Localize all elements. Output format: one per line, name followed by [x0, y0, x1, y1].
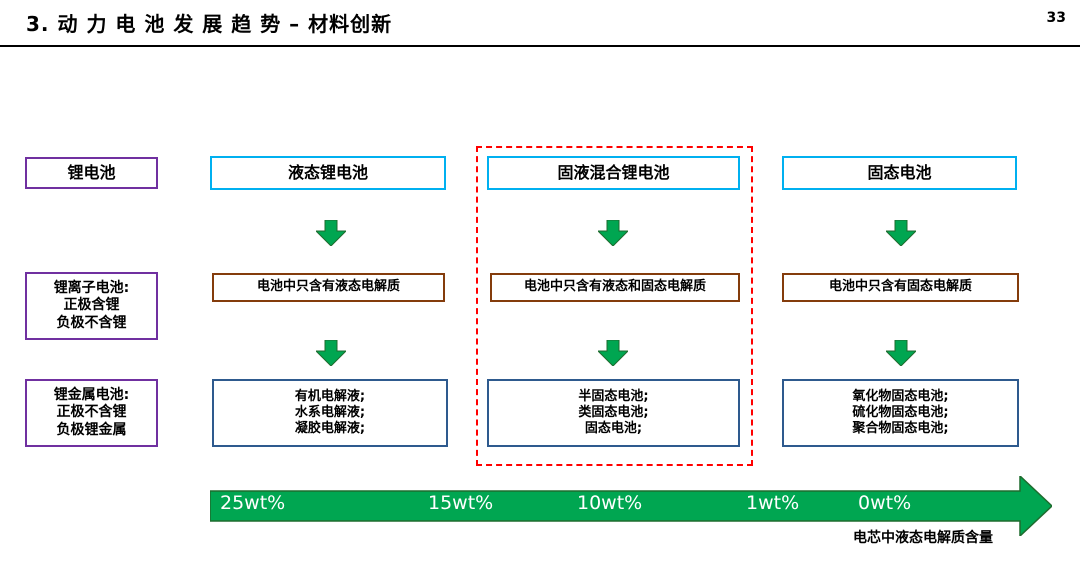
electrolyte-liquid: 电池中只含有液态电解质	[212, 273, 445, 302]
column-header-solid: 固态电池	[782, 156, 1017, 190]
scale-label-15wt: 15wt%	[428, 492, 494, 514]
type-item: 水系电解液;	[294, 404, 366, 420]
row-label-lithium-metal-line1: 锂金属电池:	[53, 386, 130, 403]
type-item: 硫化物固态电池;	[852, 404, 949, 420]
row-label-lithium-metal: 锂金属电池: 正极不含锂 负极锂金属	[25, 379, 158, 447]
types-hybrid: 半固态电池; 类固态电池; 固态电池;	[487, 379, 740, 447]
electrolyte-content-arrow	[210, 476, 1052, 536]
down-arrow-icon	[316, 220, 346, 246]
scale-caption: 电芯中液态电解质含量	[853, 530, 993, 546]
type-item: 半固态电池;	[578, 388, 649, 404]
types-liquid: 有机电解液; 水系电解液; 凝胶电解液;	[212, 379, 448, 447]
type-item: 固态电池;	[584, 421, 643, 437]
row-label-lithium-metal-line3: 负极锂金属	[56, 421, 127, 438]
highlight-dashed-frame	[476, 146, 753, 466]
scale-label-0wt: 0wt%	[858, 492, 912, 514]
title-underline	[0, 45, 1080, 47]
row-label-lithium-ion: 锂离子电池: 正极含锂 负极不含锂	[25, 272, 158, 340]
type-item: 有机电解液;	[294, 388, 366, 404]
column-header-liquid: 液态锂电池	[210, 156, 446, 190]
row-label-lithium-ion-line3: 负极不含锂	[56, 314, 127, 331]
scale-label-1wt: 1wt%	[746, 492, 800, 514]
scale-label-10wt: 10wt%	[577, 492, 643, 514]
row-label-lithium-ion-line1: 锂离子电池:	[53, 279, 130, 296]
type-item: 凝胶电解液;	[294, 421, 366, 437]
down-arrow-icon	[886, 340, 916, 366]
type-item: 聚合物固态电池;	[852, 421, 949, 437]
types-solid: 氧化物固态电池; 硫化物固态电池; 聚合物固态电池;	[782, 379, 1019, 447]
down-arrow-icon	[598, 220, 628, 246]
scale-label-25wt: 25wt%	[220, 492, 286, 514]
electrolyte-solid: 电池中只含有固态电解质	[782, 273, 1019, 302]
down-arrow-icon	[598, 340, 628, 366]
down-arrow-icon	[316, 340, 346, 366]
page-title: 3. 动 力 电 池 发 展 趋 势 – 材料创新	[26, 12, 393, 36]
column-header-hybrid: 固液混合锂电池	[487, 156, 740, 190]
row-label-lithium-metal-line2: 正极不含锂	[56, 404, 127, 421]
row-label-lithium-ion-line2: 正极含锂	[63, 297, 120, 314]
row-label-lithium-battery: 锂电池	[25, 157, 158, 189]
type-item: 类固态电池;	[578, 404, 649, 420]
electrolyte-hybrid: 电池中只含有液态和固态电解质	[490, 273, 740, 302]
down-arrow-icon	[886, 220, 916, 246]
type-item: 氧化物固态电池;	[852, 388, 949, 404]
page-number: 33	[1046, 10, 1066, 26]
